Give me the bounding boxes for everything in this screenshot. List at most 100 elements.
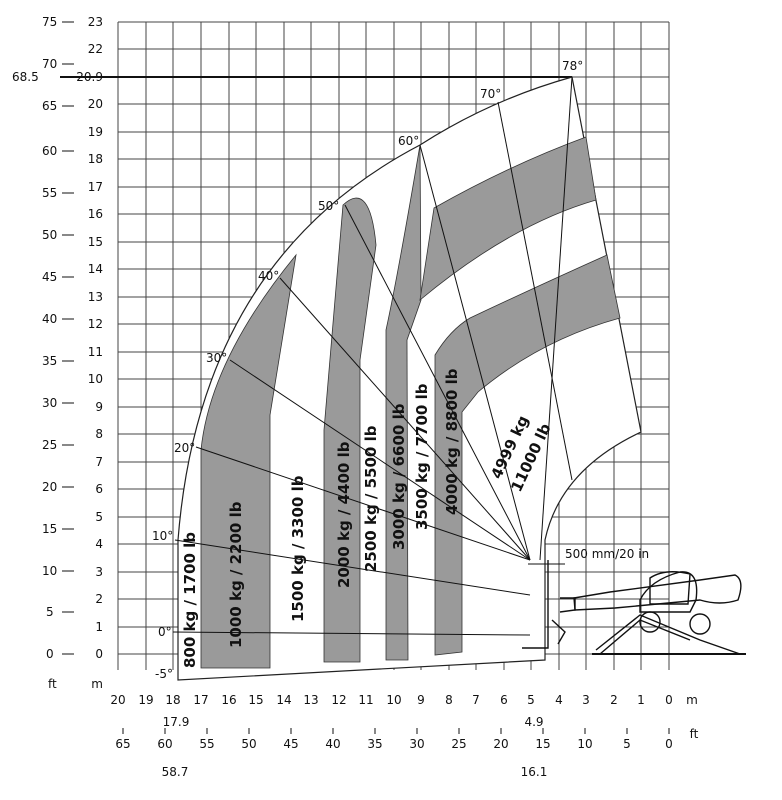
ft-tick: 60 — [42, 144, 57, 158]
m-bottom-tick: 16 — [221, 693, 236, 707]
m-bottom-tick: 10 — [386, 693, 401, 707]
angle-label: 20° — [174, 441, 195, 455]
ft-bottom-tick: 5 — [623, 737, 631, 751]
m-tick: 14 — [88, 262, 103, 276]
m-bottom-tick: 2 — [610, 693, 618, 707]
m-bottom-tick: 20 — [110, 693, 125, 707]
m-bottom-tick: 3 — [582, 693, 590, 707]
m-bottom-tick: 18 — [165, 693, 180, 707]
m-tick: 7 — [95, 455, 103, 469]
m-tick: 13 — [88, 290, 103, 304]
m-tick: 18 — [88, 152, 103, 166]
unit-ft-bottom: ft — [690, 727, 699, 741]
forward-m-label: 4.9 — [524, 715, 543, 729]
m-tick: 20 — [88, 97, 103, 111]
angle-label: -5° — [155, 667, 173, 681]
ft-bottom-tick: 45 — [283, 737, 298, 751]
m-tick: 1 — [95, 620, 103, 634]
reach-m-label: 17.9 — [163, 715, 190, 729]
zone-label: 2000 kg / 4400 lb — [335, 441, 353, 588]
ft-bottom-tick: 20 — [493, 737, 508, 751]
forward-ft-label: 16.1 — [521, 765, 548, 779]
load-bands — [200, 136, 621, 669]
telehandler-icon — [522, 560, 746, 655]
ft-tick: 75 — [42, 15, 57, 29]
m-bottom-tick: 1 — [637, 693, 645, 707]
m-tick: 11 — [88, 345, 103, 359]
ft-tick: 50 — [42, 228, 57, 242]
ft-tick: 70 — [42, 57, 57, 71]
m-bottom-tick: 4 — [555, 693, 563, 707]
m-bottom-tick: 14 — [276, 693, 291, 707]
m-tick: 12 — [88, 317, 103, 331]
m-tick: 6 — [95, 482, 103, 496]
ft-bottom-tick: 55 — [199, 737, 214, 751]
unit-m-bottom: m — [686, 693, 698, 707]
zone-label: 1000 kg / 2200 lb — [227, 501, 245, 648]
zone-label: 3000 kg / 6600 lb — [390, 403, 408, 550]
ft-bottom-tick: 0 — [665, 737, 673, 751]
ft-tick: 0 — [46, 647, 54, 661]
angle-label: 50° — [318, 199, 339, 213]
m-tick: 4 — [95, 537, 103, 551]
angle-labels: 78° 70° 60° 50° 40° 30° 20° 10° 0° -5° — [152, 59, 583, 681]
m-tick: 8 — [95, 427, 103, 441]
m-tick: 2 — [95, 592, 103, 606]
m-tick: 23 — [88, 15, 103, 29]
m-bottom-tick: 0 — [665, 693, 673, 707]
ft-bottom-tick: 65 — [115, 737, 130, 751]
m-bottom-tick: 9 — [417, 693, 425, 707]
ft-tick: 5 — [46, 605, 54, 619]
m-tick: 10 — [88, 372, 103, 386]
angle-label: 70° — [480, 87, 501, 101]
reach-ft-label: 58.7 — [162, 765, 189, 779]
ft-tick: 65 — [42, 99, 57, 113]
unit-ft-left: ft — [48, 677, 57, 691]
angle-label: 0° — [158, 625, 172, 639]
left-ft-axis: 75 70 65 60 55 50 45 40 35 30 25 20 15 1… — [12, 15, 74, 691]
ft-tick: 35 — [42, 354, 57, 368]
zone-label: 1500 kg / 3300 lb — [289, 475, 307, 622]
m-bottom-tick: 6 — [500, 693, 508, 707]
ft-tick: 10 — [42, 564, 57, 578]
m-tick: 0 — [95, 647, 103, 661]
m-bottom-tick: 15 — [248, 693, 263, 707]
m-tick: 17 — [88, 180, 103, 194]
ft-bottom-tick: 30 — [409, 737, 424, 751]
angle-label: 78° — [562, 59, 583, 73]
m-bottom-tick: 17 — [193, 693, 208, 707]
m-tick: 19 — [88, 125, 103, 139]
m-bottom-tick: 12 — [331, 693, 346, 707]
ft-tick: 40 — [42, 312, 57, 326]
m-bottom-tick: 13 — [303, 693, 318, 707]
ft-bottom-tick: 60 — [157, 737, 172, 751]
angle-label: 10° — [152, 529, 173, 543]
m-tick: 5 — [95, 510, 103, 524]
ft-bottom-tick: 25 — [451, 737, 466, 751]
m-tick: 15 — [88, 235, 103, 249]
m-tick: 22 — [88, 42, 103, 56]
ft-tick: 30 — [42, 396, 57, 410]
m-bottom-tick: 8 — [445, 693, 453, 707]
ft-tick: 25 — [42, 438, 57, 452]
ft-tick: 45 — [42, 270, 57, 284]
m-tick: 16 — [88, 207, 103, 221]
unit-m-left: m — [91, 677, 103, 691]
m-bottom-tick: 7 — [472, 693, 480, 707]
angle-label: 30° — [206, 351, 227, 365]
ft-bottom-tick: 35 — [367, 737, 382, 751]
left-m-axis: 23 22 20.9 20 19 18 17 16 15 14 13 12 11… — [76, 15, 103, 691]
m-tick: 20.9 — [76, 70, 103, 84]
m-bottom-tick: 19 — [138, 693, 153, 707]
angle-label: 60° — [398, 134, 419, 148]
m-bottom-tick: 11 — [358, 693, 373, 707]
angle-lines — [172, 76, 573, 636]
m-bottom-tick: 5 — [527, 693, 535, 707]
ft-tick: 15 — [42, 522, 57, 536]
ft-tick: 55 — [42, 186, 57, 200]
ft-bottom-tick: 10 — [577, 737, 592, 751]
ft-bottom-tick: 15 — [535, 737, 550, 751]
bottom-m-axis: 20 19 18 17 16 15 14 13 12 11 10 9 8 7 6… — [110, 693, 697, 729]
zone-label: 2500 kg / 5500 lb — [362, 425, 380, 572]
